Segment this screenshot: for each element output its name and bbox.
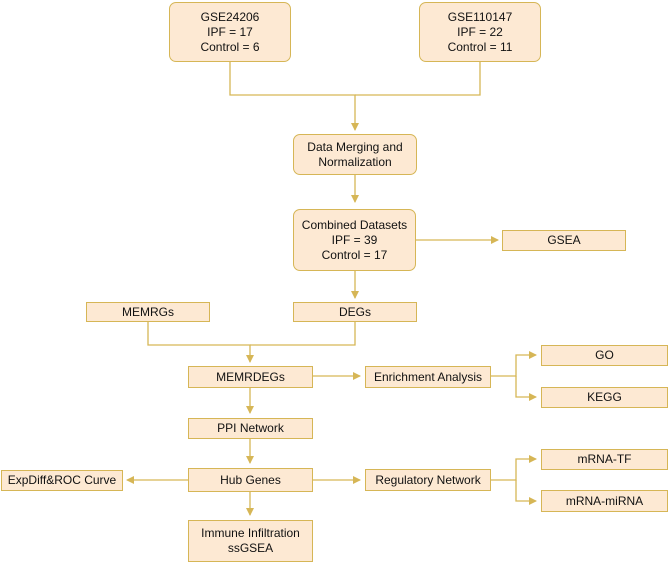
gse24206-ipf: IPF = 17 — [207, 24, 253, 39]
connector-enrichment-kegg — [515, 376, 537, 401]
mrna-tf-box: mRNA-TF — [541, 449, 668, 470]
mrna-mirna-box: mRNA-miRNA — [541, 490, 668, 512]
regulatory-label: Regulatory Network — [375, 472, 481, 487]
gse24206-box: GSE24206 IPF = 17 Control = 6 — [169, 2, 291, 62]
immune-label-line1: Immune Infiltration — [201, 526, 300, 540]
gse24206-title: GSE24206 — [200, 9, 260, 24]
connector-regulatory-mrnamirna — [515, 480, 537, 505]
kegg-label: KEGG — [587, 390, 622, 404]
degs-label: DEGs — [338, 304, 371, 319]
connector-gse110147-merge — [355, 62, 481, 96]
gse24206-control: Control = 6 — [200, 39, 260, 54]
merge-box: Data Merging and Normalization — [293, 134, 417, 175]
connector-gse24206-merge — [229, 62, 359, 131]
mrna-mirna-label: mRNA-miRNA — [565, 493, 644, 508]
mrna-tf-label: mRNA-TF — [577, 452, 632, 466]
memrgs-box: MEMRGs — [86, 302, 210, 322]
go-box: GO — [541, 345, 668, 366]
gse110147-box: GSE110147 IPF = 22 Control = 11 — [419, 2, 541, 62]
connector-regulatory-mrnatf — [491, 455, 537, 481]
combined-ipf: IPF = 39 — [331, 232, 378, 247]
enrichment-label: Enrichment Analysis — [373, 369, 483, 384]
gse110147-title: GSE110147 — [447, 9, 513, 24]
go-label: GO — [595, 348, 614, 362]
ppi-label: PPI Network — [217, 421, 284, 435]
connector-degs-memrdegs — [250, 322, 356, 346]
hub-label: Hub Genes — [220, 472, 281, 487]
kegg-box: KEGG — [541, 387, 668, 408]
gse110147-control: Control = 11 — [447, 39, 513, 54]
expdiff-label: ExpDiff&ROC Curve — [7, 473, 117, 487]
combined-datasets-box: Combined Datasets IPF = 39 Control = 17 — [293, 209, 416, 271]
regulatory-network-box: Regulatory Network — [365, 469, 491, 491]
gsea-box: GSEA — [502, 230, 626, 251]
gsea-label: GSEA — [547, 233, 581, 247]
degs-box: DEGs — [293, 302, 417, 322]
memrdegs-box: MEMRDEGs — [188, 366, 313, 388]
expdiff-roc-box: ExpDiff&ROC Curve — [1, 470, 123, 491]
memrgs-label: MEMRGs — [122, 304, 174, 319]
immune-label-line2: ssGSEA — [227, 541, 274, 555]
hub-genes-box: Hub Genes — [188, 468, 313, 492]
merge-label-line1: Data Merging and — [307, 139, 403, 154]
memrdegs-label: MEMRDEGs — [216, 369, 285, 384]
enrichment-analysis-box: Enrichment Analysis — [365, 366, 491, 388]
combined-control: Control = 17 — [321, 247, 388, 262]
connector-enrichment-go — [491, 351, 537, 377]
ppi-network-box: PPI Network — [188, 418, 313, 439]
connector-memrgs-memrdegs — [147, 322, 254, 363]
combined-title: Combined Datasets — [301, 217, 408, 232]
gse110147-ipf: IPF = 22 — [457, 24, 503, 39]
immune-infiltration-box: Immune Infiltration ssGSEA — [188, 520, 313, 562]
merge-label-line2: Normalization — [318, 154, 392, 169]
